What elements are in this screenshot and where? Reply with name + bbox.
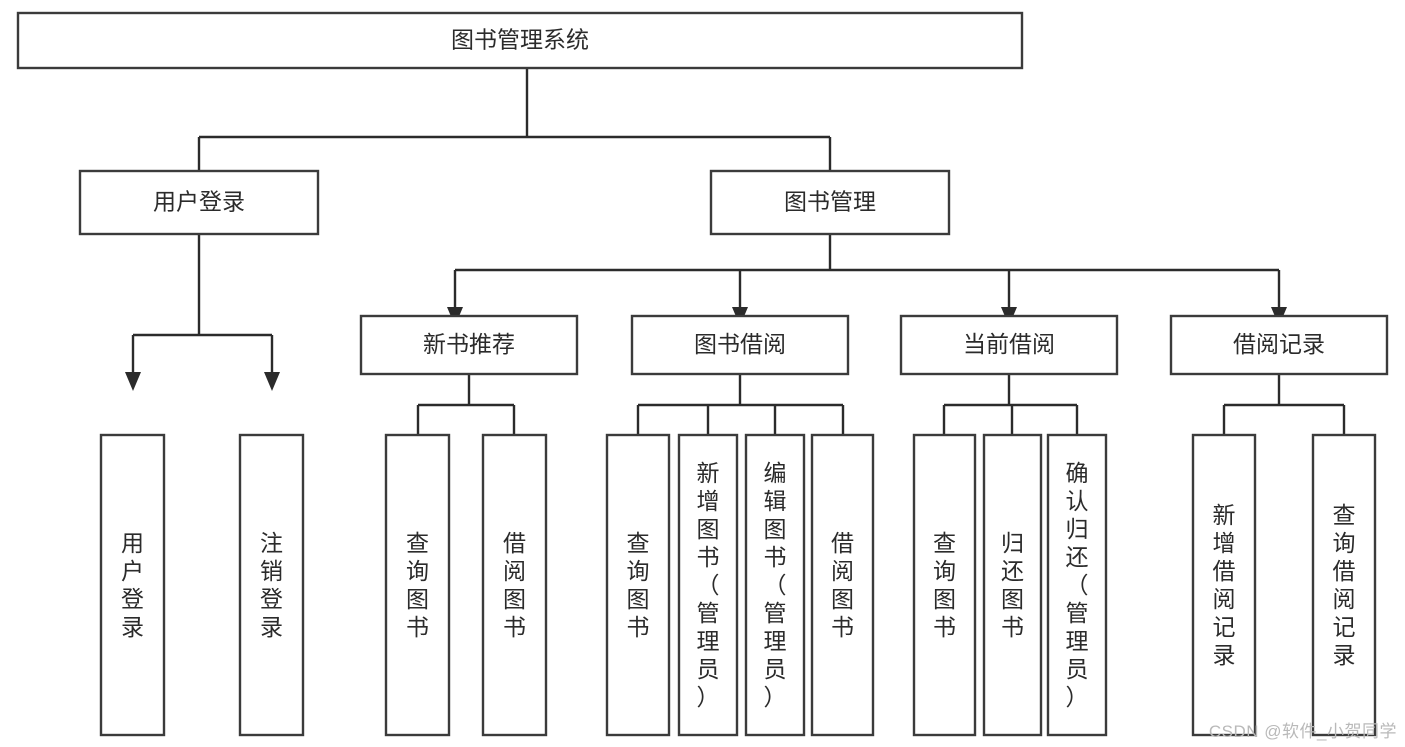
node-label: 新书推荐 [423,331,515,357]
node-box[interactable] [677,433,739,737]
node-label: 查询图书 [627,530,650,640]
node-label: 图书借阅 [694,331,786,357]
node-box[interactable] [359,314,579,376]
node-查询借阅记录[interactable]: 查询借阅记录 [1311,433,1377,737]
node-box[interactable] [16,11,1024,70]
node-layer: 图书管理系统用户登录图书管理新书推荐图书借阅当前借阅借阅记录用户登录注销登录查询… [16,11,1389,737]
node-label: 查询图书 [933,530,956,640]
node-box[interactable] [810,433,875,737]
node-查询图书[interactable]: 查询图书 [605,433,671,737]
node-label: 当前借阅 [963,331,1055,357]
node-label: 查询图书 [406,530,429,640]
node-box[interactable] [982,433,1043,737]
node-box[interactable] [630,314,850,376]
node-注销登录[interactable]: 注销登录 [238,433,305,737]
node-box[interactable] [1169,314,1389,376]
node-图书管理[interactable]: 图书管理 [709,169,951,236]
node-label: 归还图书 [1001,530,1024,640]
node-box[interactable] [1191,433,1257,737]
node-box[interactable] [384,433,451,737]
connector-userlogin-to-children [125,234,280,391]
node-新增借阅记录[interactable]: 新增借阅记录 [1191,433,1257,737]
node-编辑图书管理员[interactable]: 编辑图书（管理员） [744,433,806,737]
node-label: 注销登录 [260,530,283,640]
node-box[interactable] [912,433,977,737]
node-label: 编辑图书（管理员） [764,460,787,710]
node-查询图书[interactable]: 查询图书 [384,433,451,737]
node-图书借阅[interactable]: 图书借阅 [630,314,850,376]
node-查询图书[interactable]: 查询图书 [912,433,977,737]
node-借阅图书[interactable]: 借阅图书 [810,433,875,737]
node-box[interactable] [1311,433,1377,737]
node-label: 图书管理系统 [451,27,589,53]
node-box[interactable] [899,314,1119,376]
node-box[interactable] [481,433,548,737]
node-label: 新增借阅记录 [1213,502,1236,668]
node-用户登录[interactable]: 用户登录 [78,169,320,236]
node-label: 借阅记录 [1233,331,1325,357]
node-借阅记录[interactable]: 借阅记录 [1169,314,1389,376]
node-label: 确认归还（管理员） [1066,460,1089,710]
node-box[interactable] [78,169,320,236]
node-归还图书[interactable]: 归还图书 [982,433,1043,737]
node-label: 用户登录 [153,189,245,215]
node-box[interactable] [709,169,951,236]
node-用户登录[interactable]: 用户登录 [99,433,166,737]
node-label: 查询借阅记录 [1333,502,1356,668]
node-新增图书管理员[interactable]: 新增图书（管理员） [677,433,739,737]
node-当前借阅[interactable]: 当前借阅 [899,314,1119,376]
node-box[interactable] [605,433,671,737]
node-label: 新增图书（管理员） [697,460,720,710]
node-确认归还管理员[interactable]: 确认归还（管理员） [1046,433,1108,737]
arrow-head-icon [264,372,280,391]
node-借阅图书[interactable]: 借阅图书 [481,433,548,737]
connector-layer [125,68,1352,461]
node-label: 图书管理 [784,189,876,215]
node-新书推荐[interactable]: 新书推荐 [359,314,579,376]
arrow-head-icon [125,372,141,391]
connector-bookmgmt-to-level3 [447,234,1287,326]
node-图书管理系统[interactable]: 图书管理系统 [16,11,1024,70]
node-box[interactable] [744,433,806,737]
node-box[interactable] [238,433,305,737]
node-label: 用户登录 [121,530,144,640]
watermark-text: CSDN @软件_小贺同学 [1208,722,1397,741]
node-box[interactable] [1046,433,1108,737]
node-label: 借阅图书 [831,530,854,640]
node-box[interactable] [99,433,166,737]
node-label: 借阅图书 [503,530,526,640]
